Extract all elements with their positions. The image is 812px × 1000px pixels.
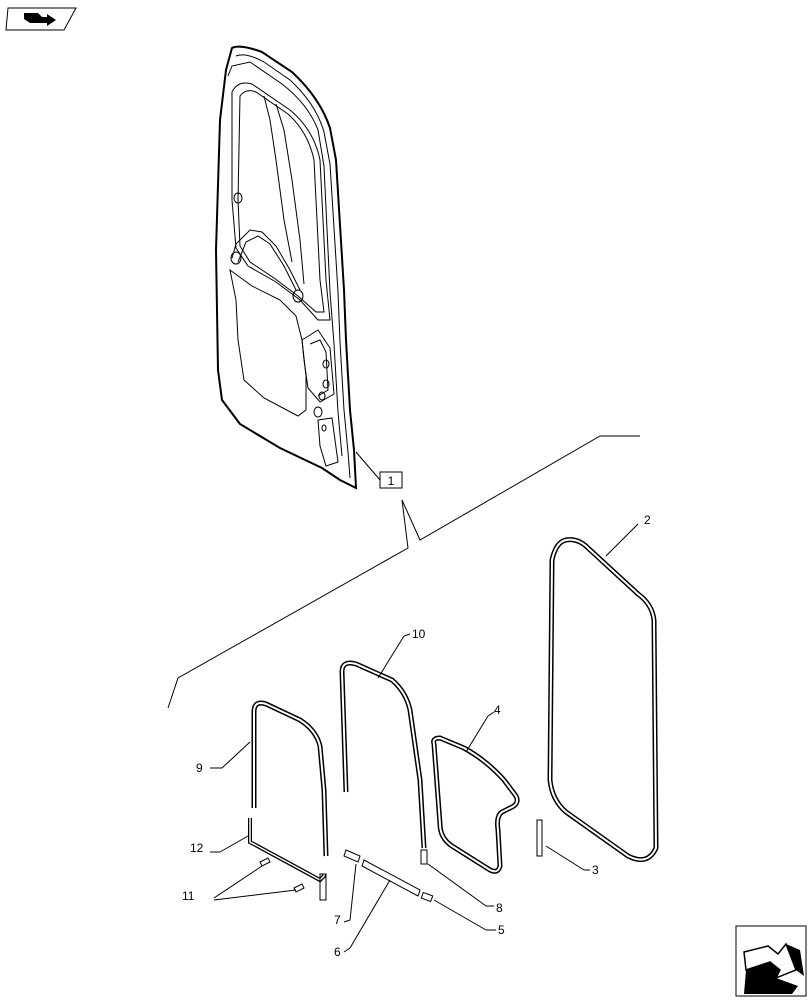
part-7-pad — [343, 849, 361, 863]
cab-door — [214, 45, 358, 490]
callout-1: 1 — [355, 451, 403, 489]
callout-label-4: 4 — [494, 703, 501, 717]
part-4-lower-seal — [431, 735, 520, 874]
part-11-clips — [259, 857, 305, 893]
callout-label-1: 1 — [388, 474, 395, 488]
part-5-block — [420, 891, 434, 903]
part-8-strip — [420, 849, 428, 865]
part-2-window-seal — [547, 537, 659, 863]
callout-label-3: 3 — [592, 863, 599, 877]
callout-label-6: 6 — [334, 945, 341, 959]
callout-label-9: 9 — [196, 761, 203, 775]
part-3-strip — [536, 819, 543, 857]
callout-label-5: 5 — [498, 923, 505, 937]
callout-label-12: 12 — [190, 841, 204, 855]
part-6-strip — [361, 859, 421, 897]
callout-label-11: 11 — [182, 889, 195, 903]
part-10-frame-seal — [339, 660, 427, 849]
next-page-arrow-icon[interactable] — [735, 925, 807, 997]
callout-label-2: 2 — [644, 513, 651, 527]
part-12-bottom-seal — [248, 818, 327, 901]
part-9-frame-seal — [251, 700, 329, 857]
book-arrow-icon[interactable] — [5, 7, 77, 31]
callout-label-10: 10 — [412, 627, 426, 641]
exploded-view-boundary — [167, 435, 640, 709]
callout-label-7: 7 — [334, 913, 341, 927]
callout-label-8: 8 — [496, 901, 503, 915]
